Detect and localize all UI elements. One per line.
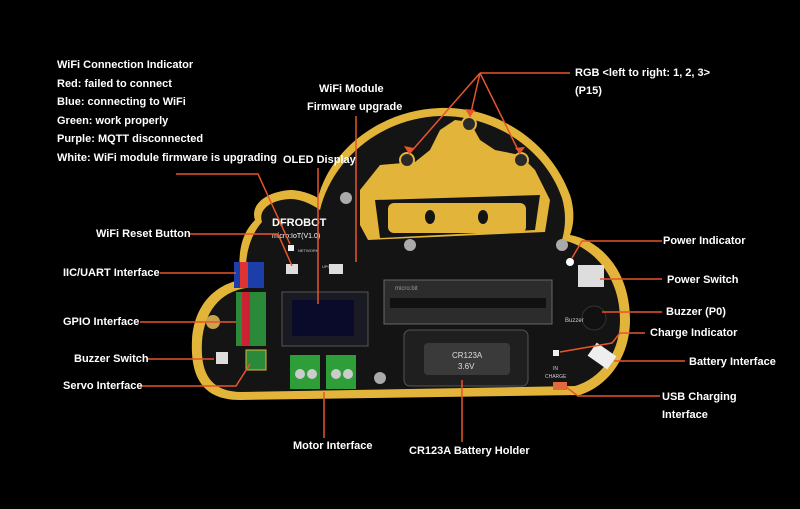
leader-usb xyxy=(565,386,660,397)
label-power-switch: Power Switch xyxy=(667,274,739,286)
mount-hole xyxy=(404,239,416,251)
label-buzzer-switch: Buzzer Switch xyxy=(74,353,149,365)
charge-indicator-led xyxy=(553,350,559,356)
wifi-indicator-green: Green: work properly xyxy=(57,114,169,127)
label-usb-interface: Interface xyxy=(662,409,708,421)
cr123a-battery-cell xyxy=(424,343,510,375)
buzzer-part xyxy=(581,305,607,331)
mascot-right-eye xyxy=(478,210,488,224)
label-rgb: RGB <left to right: 1, 2, 3> xyxy=(575,67,711,79)
gpio-header-pins xyxy=(242,292,250,346)
in-silkscreen: IN xyxy=(553,366,558,372)
firmware-upgrade-button-part xyxy=(329,264,343,274)
charge-silkscreen: CHARGE xyxy=(545,374,567,380)
rgb-led-2 xyxy=(461,116,477,132)
wifi-indicator-blue: Blue: connecting to WiFi xyxy=(57,96,186,108)
wifi-indicator-white: White: WiFi module firmware is upgrading xyxy=(57,151,277,164)
arrowhead xyxy=(515,147,525,154)
arrowhead xyxy=(404,146,414,154)
oled-screen xyxy=(292,300,354,336)
terminal-screw xyxy=(295,369,305,379)
wifi-indicator-purple: Purple: MQTT disconnected xyxy=(57,133,204,145)
label-iic-uart-interface: IIC/UART Interface xyxy=(63,267,160,279)
network-silkscreen: NETWORK xyxy=(298,248,319,253)
leader-rgb-3 xyxy=(479,72,521,155)
label-servo-interface: Servo Interface xyxy=(63,380,143,392)
brand-silkscreen: DFROBOT xyxy=(272,217,327,229)
mount-hole xyxy=(340,192,352,204)
label-buzzer: Buzzer (P0) xyxy=(666,306,726,318)
wifi-reset-button-part xyxy=(286,264,298,274)
mascot-left-eye xyxy=(425,210,435,224)
arrowhead xyxy=(465,109,475,117)
label-rgb-pin: (P15) xyxy=(575,85,602,97)
battery-voltage-text: 3.6V xyxy=(458,362,475,371)
leader-rgb-1 xyxy=(408,72,481,155)
model-silkscreen: micro:IoT(V1.0) xyxy=(272,233,320,240)
usb-charging-port xyxy=(553,382,567,390)
leader-charge-indicator xyxy=(559,332,645,353)
label-motor-interface: Motor Interface xyxy=(293,440,373,452)
battery-model-text: CR123A xyxy=(452,351,483,360)
label-cr123a-battery-holder: CR123A Battery Holder xyxy=(409,445,530,457)
leader-power-indicator xyxy=(571,240,662,259)
label-wifi-reset-button: WiFi Reset Button xyxy=(96,228,191,240)
label-charge-indicator: Charge Indicator xyxy=(650,327,738,339)
iic-uart-header xyxy=(234,262,264,288)
mount-hole xyxy=(374,372,386,384)
iic-uart-header-pins xyxy=(240,262,248,288)
buzzer-switch-part xyxy=(216,352,228,364)
mount-hole xyxy=(556,239,568,251)
label-gpio-interface: GPIO Interface xyxy=(63,316,140,328)
wifi-indicator-title: WiFi Connection Indicator xyxy=(57,59,194,71)
gpio-header xyxy=(236,292,266,346)
label-oled-display: OLED Display xyxy=(283,154,356,166)
rgb-led-3 xyxy=(513,152,529,168)
label-usb-charging: USB Charging xyxy=(662,391,737,403)
microbit-connector-slot xyxy=(390,298,546,308)
label-power-indicator: Power Indicator xyxy=(663,235,746,247)
wifi-status-led xyxy=(288,245,294,251)
wifi-indicator-legend: WiFi Connection Indicator Red: failed to… xyxy=(57,56,297,167)
wifi-indicator-red: Red: failed to connect xyxy=(57,77,172,90)
mascot-visor xyxy=(388,203,526,233)
microbit-silkscreen: micro:bit xyxy=(395,286,418,292)
leader-wifi-indicator xyxy=(176,173,291,245)
leader-servo xyxy=(140,363,251,387)
buzzer-silkscreen: Buzzer xyxy=(565,318,584,324)
leader-rgb-2 xyxy=(469,72,481,118)
label-firmware-upgrade: Firmware upgrade xyxy=(307,101,403,113)
rgb-led-1 xyxy=(399,152,415,168)
label-battery-interface: Battery Interface xyxy=(689,356,776,368)
power-switch-part xyxy=(578,265,604,287)
battery-interface-part xyxy=(587,342,617,370)
label-wifi-module: WiFi Module xyxy=(319,83,384,95)
power-indicator-led xyxy=(566,258,574,266)
terminal-screw xyxy=(331,369,341,379)
leader-wifi-reset xyxy=(190,233,293,267)
terminal-screw xyxy=(307,369,317,379)
terminal-screw xyxy=(343,369,353,379)
servo-header xyxy=(245,349,267,371)
